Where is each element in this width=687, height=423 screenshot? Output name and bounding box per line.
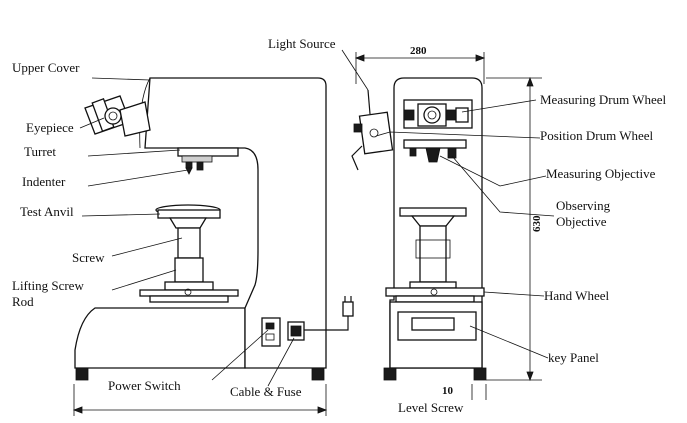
side-feet — [75, 367, 325, 381]
label-lifting-screw: Lifting Screw — [12, 278, 84, 293]
label-level-screw: Level Screw — [398, 400, 464, 415]
cable-fuse-icon — [287, 296, 354, 341]
label-indenter: Indenter — [22, 174, 66, 189]
label-screw: Screw — [72, 250, 105, 265]
label-objective: Objective — [556, 214, 607, 229]
turret-icon — [177, 147, 239, 175]
label-observing: Observing — [556, 198, 611, 213]
dimension-height: 630 — [531, 215, 543, 232]
front-feet — [383, 367, 487, 381]
label-turret: Turret — [24, 144, 56, 159]
side-frame — [144, 77, 327, 369]
measuring-drum-wheel-icon — [403, 103, 469, 127]
label-position-drum-wheel: Position Drum Wheel — [540, 128, 654, 143]
label-measuring-objective: Measuring Objective — [546, 166, 656, 181]
front-view — [351, 52, 542, 400]
dimension-foot: 10 — [442, 385, 454, 397]
label-light-source: Light Source — [268, 36, 336, 51]
label-measuring-drum-wheel: Measuring Drum Wheel — [540, 92, 667, 107]
light-source-icon — [351, 89, 394, 171]
label-key-panel: key Panel — [548, 350, 599, 365]
label-eyepiece: Eyepiece — [26, 120, 74, 135]
front-anvil-icon — [399, 207, 467, 289]
side-base — [74, 307, 246, 369]
eyepiece-icon — [84, 95, 151, 137]
test-anvil-icon — [155, 204, 221, 229]
objectives-icon — [403, 139, 467, 163]
label-hand-wheel: Hand Wheel — [544, 288, 609, 303]
label-power-switch: Power Switch — [108, 378, 181, 393]
label-test-anvil: Test Anvil — [20, 204, 74, 219]
label-cable-fuse: Cable & Fuse — [230, 384, 302, 399]
key-panel-icon — [389, 301, 483, 369]
hand-wheel-icon — [385, 287, 485, 303]
dimension-width: 280 — [410, 45, 427, 57]
lifting-screw-icon — [139, 227, 239, 303]
side-view — [72, 77, 354, 416]
label-rod: Rod — [12, 294, 34, 309]
power-switch-icon — [261, 317, 281, 347]
labels: Upper Cover Eyepiece Turret Indenter Tes… — [12, 36, 667, 415]
leader-lines — [79, 49, 555, 387]
label-upper-cover: Upper Cover — [12, 60, 80, 75]
